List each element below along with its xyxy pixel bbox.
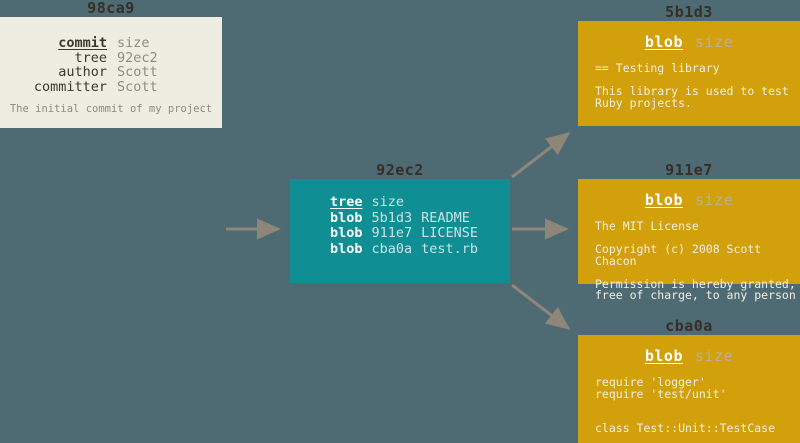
commit-row-key: committer (33, 78, 107, 95)
blob-box-readme: blob size == Testing library This library… (578, 21, 800, 126)
blob-type-label: blob (644, 347, 683, 365)
blob-license-node: 911e7 blob size The MIT License Copyright… (578, 161, 800, 301)
blob-hash-title: 5b1d3 (665, 3, 713, 21)
blob-hash-title: cba0a (665, 317, 713, 335)
blob-content-testrb: require 'logger' require 'test/unit' cla… (595, 375, 776, 435)
blob-box-license: blob size The MIT License Copyright (c) 2… (578, 179, 800, 301)
blob-header: blob size (578, 191, 800, 209)
blob-type-label: blob (644, 33, 683, 51)
blob-size-label: size (695, 191, 734, 209)
commit-type-label: commit (58, 35, 107, 51)
arrow-tree-to-blob-readme (511, 132, 571, 179)
entry-name: LICENSE (421, 225, 479, 241)
entry-type: blob (330, 240, 363, 257)
blob-content-readme: == Testing library This library is used … (595, 61, 789, 110)
commit-message: The initial commit of my project (9, 103, 213, 115)
commit-object-node: 98ca9 commit size tree 92ec2 author Scot… (0, 0, 222, 128)
commit-size-label: size (117, 35, 150, 51)
entry-hash: 911e7 (371, 225, 413, 241)
blob-header: blob size (578, 347, 800, 365)
tree-type-label: tree (330, 194, 363, 210)
entry-hash: 5b1d3 (371, 209, 413, 226)
tree-hash-title: 92ec2 (376, 161, 424, 179)
commit-box: commit size tree 92ec2 author Scott comm… (0, 17, 222, 128)
tree-entry-row: blob cba0a test.rb (330, 240, 510, 258)
blob-content-license: The MIT License Copyright (c) 2008 Scott… (595, 219, 796, 302)
blob-readme-node: 5b1d3 blob size == Testing library This l… (578, 4, 800, 126)
entry-type: blob (330, 225, 363, 241)
commit-hash-title: 98ca9 (87, 0, 135, 17)
tree-object-node: 92ec2 tree size blob 5b1d3 README blob 911e7… (290, 162, 510, 283)
tree-header-row: tree size (330, 194, 510, 211)
commit-row-key: tree (74, 49, 107, 66)
entry-name: README (421, 209, 470, 226)
commit-row-key: author (58, 64, 107, 80)
blob-box-testrb: blob size require 'logger' require 'test/… (578, 335, 800, 443)
blob-hash-title: 911e7 (665, 161, 713, 179)
commit-row-value: Scott (117, 64, 158, 80)
entry-hash: cba0a (371, 240, 413, 257)
tree-box: tree size blob 5b1d3 README blob 911e7 LICENS… (290, 179, 510, 283)
commit-row-value: 92ec2 (117, 49, 158, 66)
commit-row-value: Scott (117, 78, 158, 95)
entry-type: blob (330, 209, 363, 226)
blob-size-label: size (695, 33, 734, 51)
commit-fields: commit size tree 92ec2 author Scott comm… (0, 36, 222, 94)
blob-type-label: blob (644, 191, 683, 209)
blob-header: blob size (578, 33, 800, 51)
tree-entry-row: blob 5b1d3 README (330, 209, 510, 227)
tree-size-label: size (371, 194, 405, 210)
blob-size-label: size (695, 347, 734, 365)
arrow-tree-to-blob-testrb (511, 283, 571, 330)
entry-name: test.rb (421, 240, 479, 257)
tree-entry-row: blob 911e7 LICENSE (330, 225, 510, 242)
blob-testrb-node: cba0a blob size require 'logger' require … (578, 318, 800, 443)
